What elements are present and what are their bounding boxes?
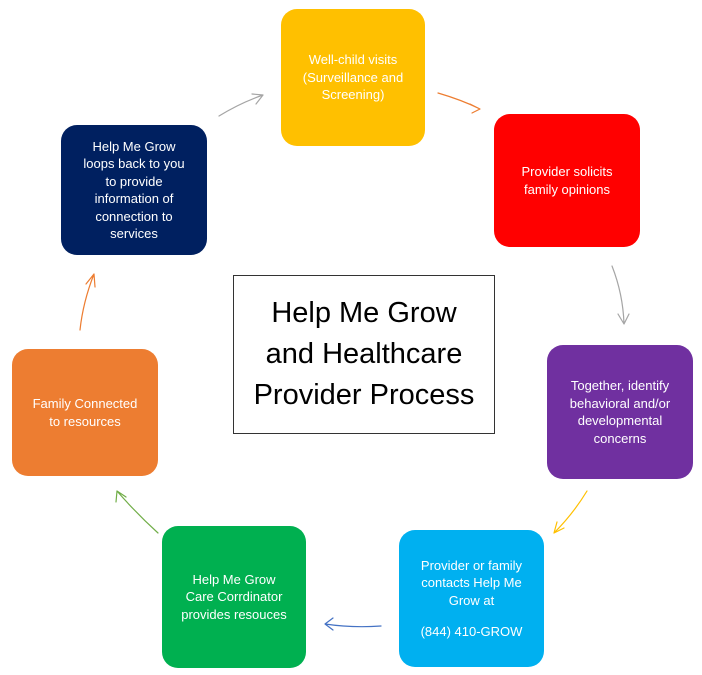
arrow-loopback-to-visits xyxy=(218,93,264,117)
node-loops-back: Help Me Grow loops back to you to provid… xyxy=(61,125,207,255)
node-text-line: developmental xyxy=(577,413,663,428)
arrow-coordinator-to-family xyxy=(115,490,159,534)
phone-number: (844) 410-GROW xyxy=(420,624,523,639)
node-text-line: Help Me Grow xyxy=(92,138,176,154)
node-family-connected: Family Connected to resources xyxy=(12,349,158,476)
node-text-line: to provide xyxy=(105,173,163,189)
node-provider-solicits: Provider solicits family opinions xyxy=(494,114,640,247)
node-text-line: Screening) xyxy=(321,87,385,103)
node-text-line: provides resouces xyxy=(181,606,287,622)
arrow-solicits-to-identify xyxy=(611,265,630,325)
node-text-line: services xyxy=(110,226,158,241)
node-text-line: connection to xyxy=(95,208,173,224)
node-care-coordinator: Help Me Grow Care Corrdinator provides r… xyxy=(162,526,306,668)
node-text-line: Family Connected xyxy=(32,396,138,411)
node-contacts-help-me-grow: Provider or family contacts Help Me Grow… xyxy=(399,530,544,667)
node-text-line: loops back to you xyxy=(83,156,185,171)
node-text-line: Together, identify xyxy=(570,378,670,393)
node-text-line: contacts Help Me xyxy=(421,575,522,590)
node-identify-concerns: Together, identify behavioral and/or dev… xyxy=(547,345,693,479)
node-text-line: Provider or family xyxy=(420,557,523,573)
arrow-contacts-to-coordinator xyxy=(324,617,382,631)
center-title-box: Help Me Grow and Healthcare Provider Pro… xyxy=(233,275,495,434)
center-title-line: Provider Process xyxy=(253,379,475,411)
node-text-line: Help Me Grow xyxy=(192,571,276,587)
node-text-line: Care Corrdinator xyxy=(185,589,283,605)
node-text-line: Well-child visits xyxy=(308,52,398,68)
node-text-line: family opinions xyxy=(524,181,610,197)
arrow-family-to-loopback xyxy=(79,273,96,331)
center-title-line: Help Me Grow xyxy=(271,297,457,329)
node-text-line: behavioral and/or xyxy=(569,395,671,411)
node-text-line: Provider solicits xyxy=(521,164,613,179)
node-text-line: Grow at xyxy=(448,592,495,608)
node-well-child-visits: Well-child visits (Surveillance and Scre… xyxy=(281,9,425,146)
arrow-visits-to-solicits xyxy=(437,92,481,114)
node-text-line: to resources xyxy=(49,413,121,429)
node-text-line: concerns xyxy=(593,430,647,446)
node-text-line: (Surveillance and xyxy=(302,69,404,85)
center-title-line: and Healthcare xyxy=(265,338,463,370)
arrow-identify-to-contacts xyxy=(553,490,588,534)
node-text-line: information of xyxy=(94,191,174,206)
